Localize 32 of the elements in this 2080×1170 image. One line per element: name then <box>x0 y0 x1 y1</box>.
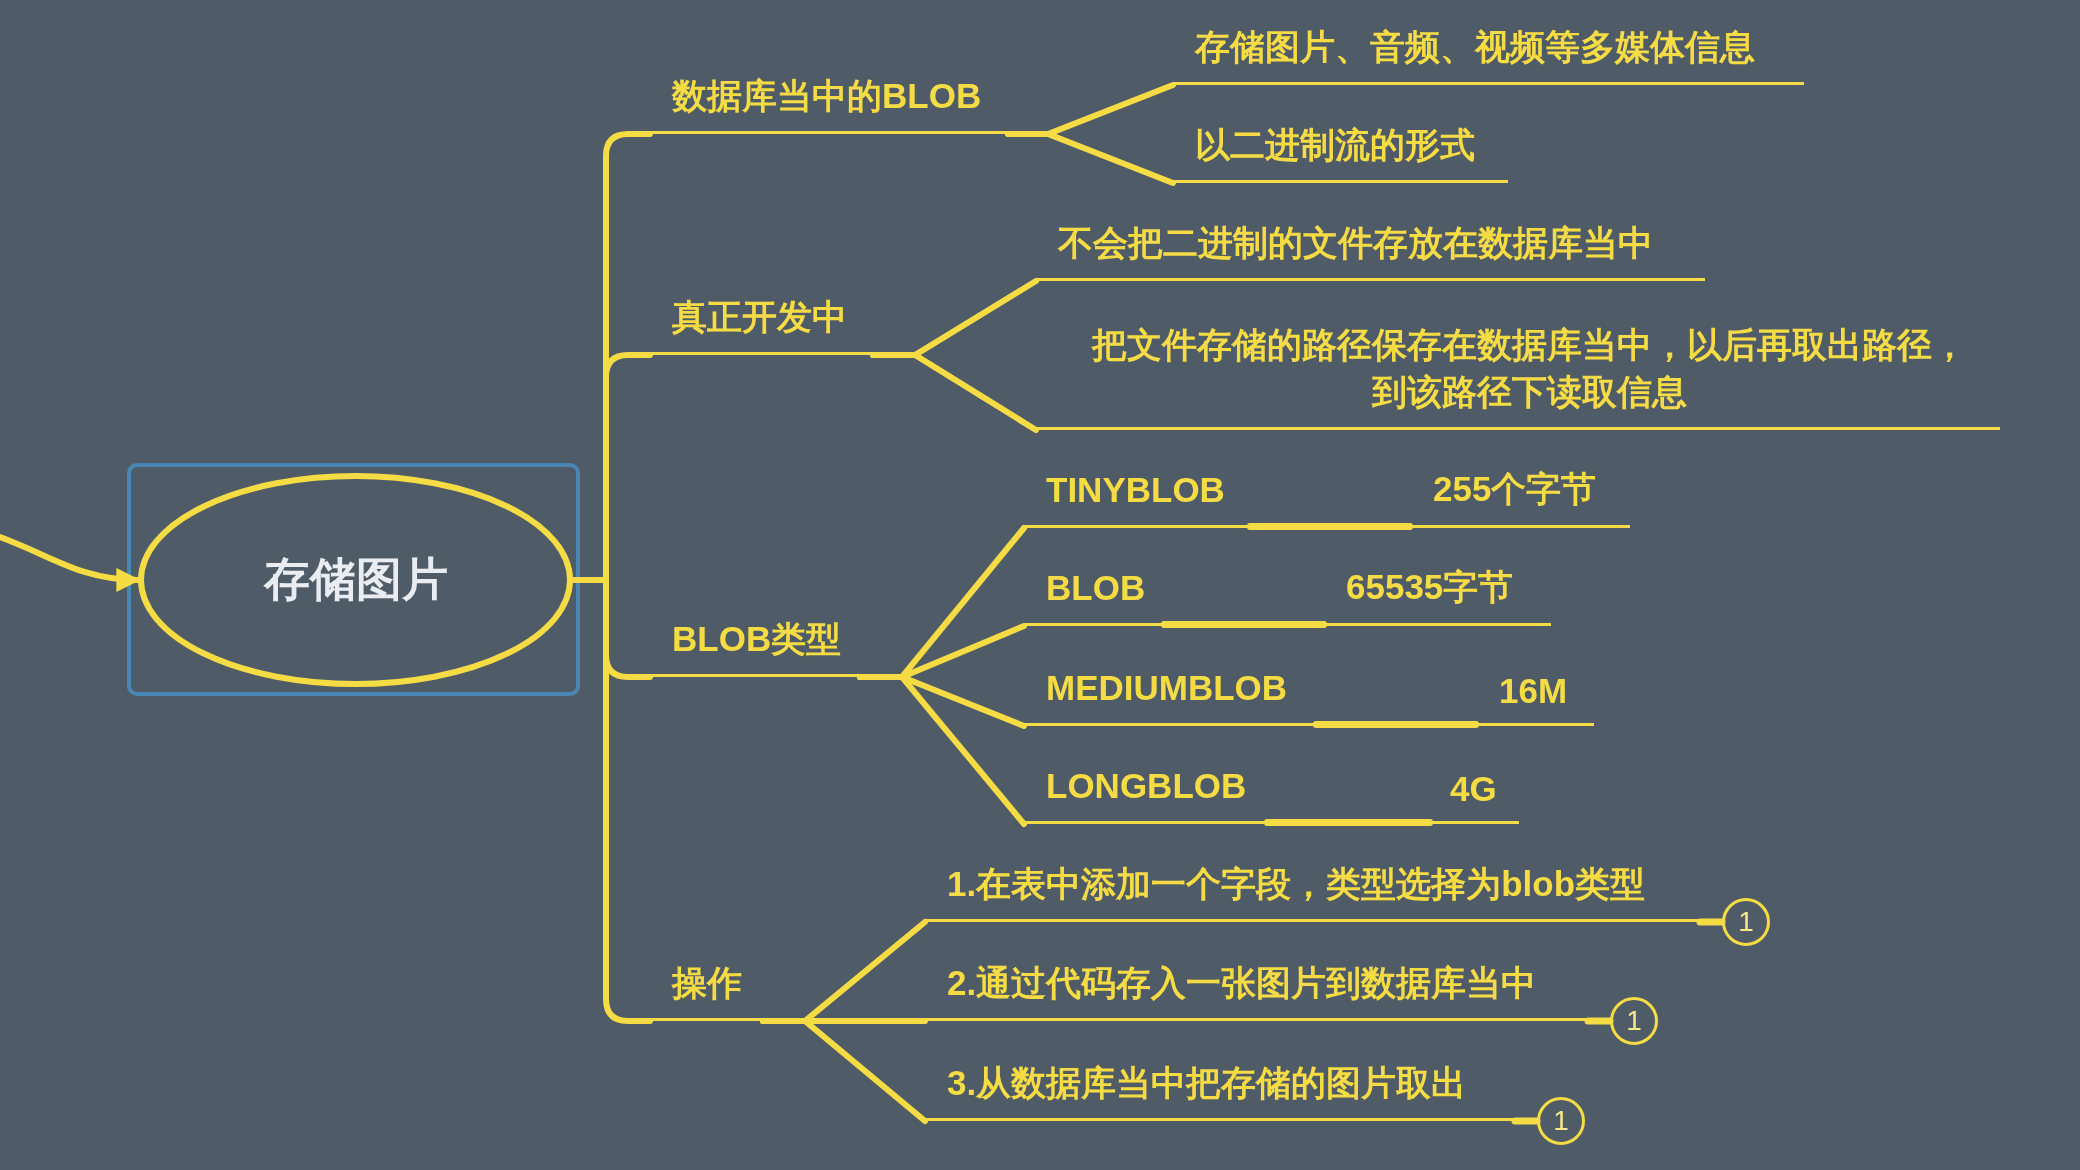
marker-circle <box>1722 898 1770 946</box>
topic-text: 数据库当中的BLOB <box>672 74 982 117</box>
branch-line <box>760 1018 928 1124</box>
arrow <box>0 534 141 592</box>
topic-text: 不会把二进制的文件存放在数据库当中 <box>1058 221 1653 264</box>
topic-text: BLOB类型 <box>672 617 842 660</box>
topic-text: 以二进制流的形式 <box>1195 123 1475 166</box>
marker-number: 1 <box>1626 1005 1642 1037</box>
size-text: 16M <box>1499 671 1568 711</box>
branch-line <box>570 577 653 1024</box>
topic-text: 3.从数据库当中把存储的图片取出 <box>947 1061 1467 1104</box>
branch-line <box>870 352 1039 433</box>
topic-text: 存储图片、音频、视频等多媒体信息 <box>1195 25 1755 68</box>
topic-text: 1.在表中添加一个字段，类型选择为blob类型 <box>947 862 1646 905</box>
size-text: 4G <box>1450 769 1497 809</box>
marker-number: 1 <box>1738 906 1754 938</box>
branch-line <box>1005 131 1176 186</box>
topic-text: 2.通过代码存入一张图片到数据库当中 <box>947 961 1537 1004</box>
root-topic-text: 存储图片 <box>263 552 448 607</box>
marker-number: 1 <box>1553 1105 1569 1137</box>
topic-text: 把文件存储的路径保存在数据库当中，以后再取出路径，到该路径下读取信息 <box>1090 323 1968 413</box>
topic-text: LONGBLOB <box>1046 764 1247 807</box>
marker-circle <box>1610 997 1658 1045</box>
topic-text: MEDIUMBLOB <box>1046 666 1288 709</box>
size-text: 65535字节 <box>1346 566 1514 608</box>
marker-circle <box>1537 1097 1585 1145</box>
topic-text: TINYBLOB <box>1046 468 1225 511</box>
topic-text: BLOB <box>1046 566 1146 609</box>
size-text: 255个字节 <box>1433 468 1597 510</box>
topic-text: 真正开发中 <box>672 295 847 338</box>
branch-line <box>857 674 1027 827</box>
topic-text: 操作 <box>672 961 742 1004</box>
